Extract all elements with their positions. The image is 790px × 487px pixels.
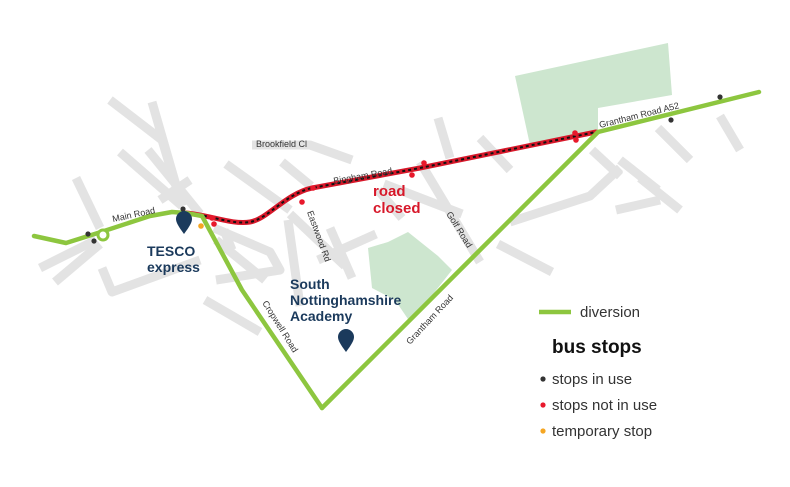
stop-in-use[interactable] [85, 231, 91, 237]
stop-temporary[interactable] [198, 223, 204, 229]
diversion-grantham-road [319, 129, 601, 411]
stop-not-in-use[interactable] [573, 137, 579, 143]
poi-academy-line-2: Nottinghamshire [290, 292, 401, 308]
poi-tesco-line-1: TESCO [147, 243, 195, 259]
road-closed-line-1: road [373, 183, 406, 200]
legend-not-in-use-dot [540, 402, 546, 408]
stop-not-in-use[interactable] [572, 130, 578, 136]
street-label-brookfield-cl: Brookfield Cl [256, 139, 307, 149]
green-spaces [368, 43, 672, 322]
poi-academy[interactable]: South Nottinghamshire Academy [290, 276, 401, 352]
road-closed-line-2: closed [373, 200, 421, 217]
stop-in-use[interactable] [180, 206, 186, 212]
map-pin-icon[interactable] [176, 211, 192, 234]
poi-tesco[interactable]: TESCO express [147, 211, 200, 275]
stop-not-in-use[interactable] [211, 221, 217, 227]
legend-not-in-use-label: stops not in use [552, 397, 657, 414]
diversion-grantham-road-a52 [595, 89, 762, 135]
diversion-route [31, 89, 762, 411]
legend-temporary-label: temporary stop [552, 423, 652, 440]
road-closed-label: road closed [373, 183, 421, 217]
legend-bus-stops-title: bus stops [552, 337, 642, 358]
stop-not-in-use[interactable] [209, 215, 215, 221]
legend-diversion-label: diversion [580, 304, 640, 321]
map-pin-icon[interactable] [338, 329, 354, 352]
stop-in-use[interactable] [668, 117, 674, 123]
poi-tesco-line-2: express [147, 259, 200, 275]
poi-academy-line-3: Academy [290, 308, 352, 324]
bus-stops [85, 94, 723, 244]
stop-in-use[interactable] [91, 238, 97, 244]
stop-not-in-use[interactable] [421, 160, 427, 166]
poi-academy-line-1: South [290, 276, 330, 292]
closed-road-dash [185, 131, 597, 224]
legend: diversion bus stops stops in use stops n… [539, 304, 657, 440]
park-area-east [515, 43, 672, 145]
legend-temporary-dot [540, 428, 546, 434]
stop-not-in-use[interactable] [409, 172, 415, 178]
park-area-academy [368, 232, 452, 322]
legend-in-use-label: stops in use [552, 371, 632, 388]
stop-not-in-use[interactable] [310, 185, 316, 191]
stop-in-use[interactable] [717, 94, 723, 100]
diversion-cropwell-road [199, 213, 325, 411]
roundabout [96, 228, 110, 242]
legend-in-use-dot [540, 376, 546, 382]
stop-not-in-use[interactable] [299, 199, 305, 205]
